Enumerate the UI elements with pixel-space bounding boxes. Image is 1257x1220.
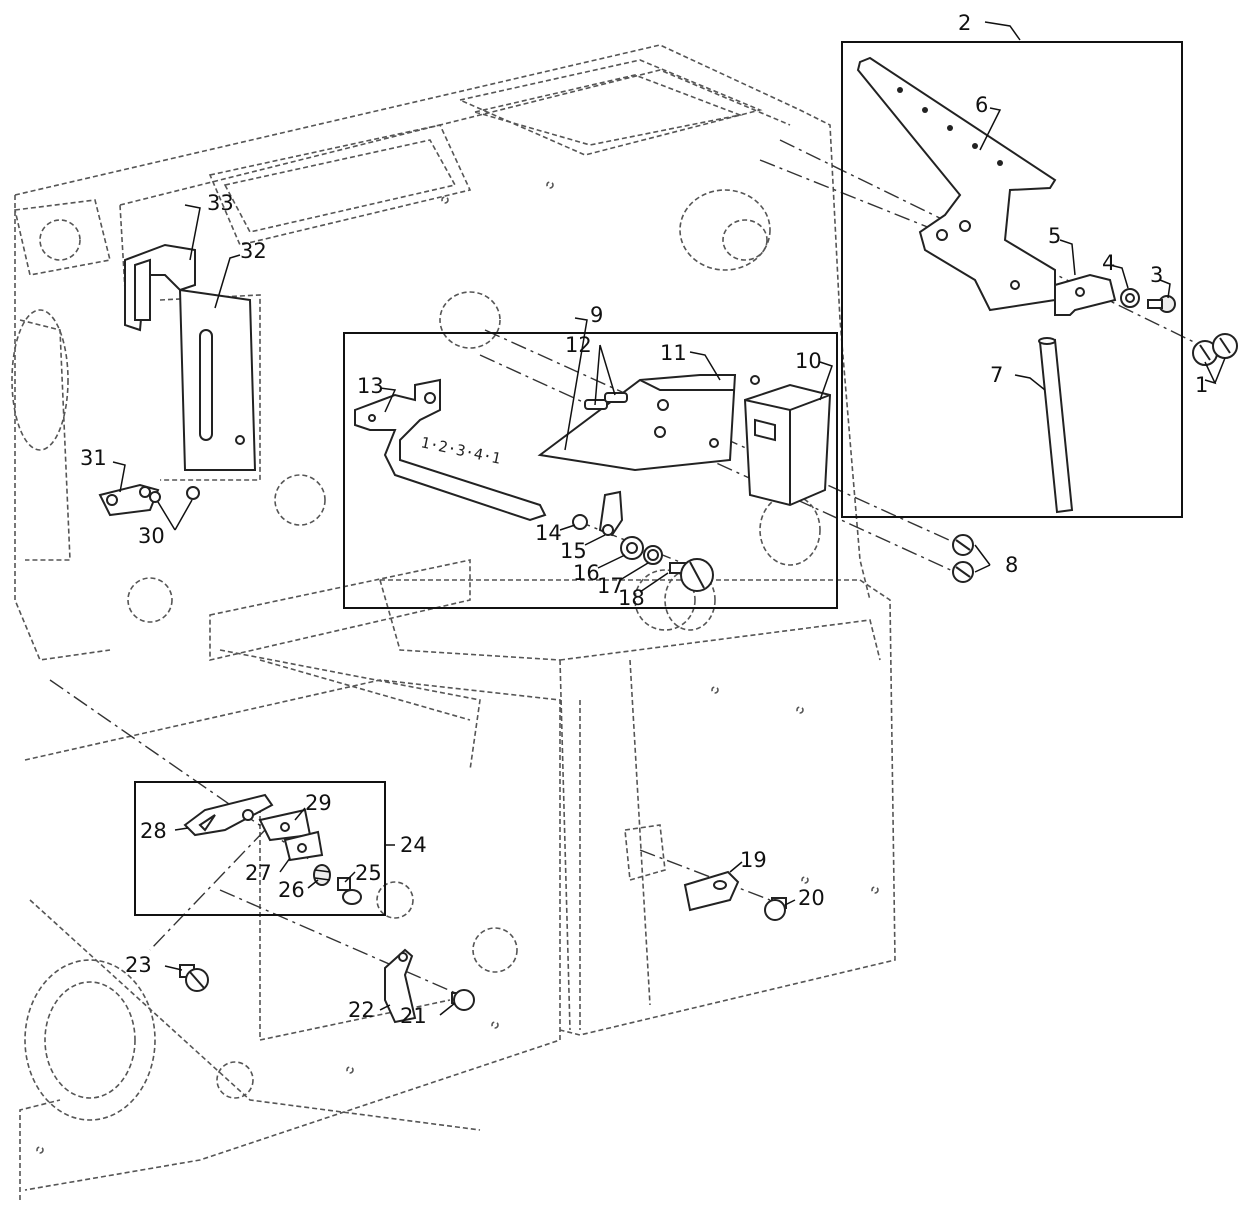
- callout-11: 11: [660, 341, 687, 365]
- part-18-thumb-screw: [669, 558, 714, 592]
- callout-3: 3: [1150, 263, 1163, 287]
- part-28-bracket: [183, 793, 274, 837]
- part-12-pins: [584, 392, 628, 410]
- part-19-bracket: [683, 870, 740, 912]
- callout-27: 27: [245, 861, 272, 885]
- part-4-washer: [1120, 288, 1140, 308]
- part-16-washer: [620, 536, 644, 560]
- callout-32: 32: [240, 239, 267, 263]
- callout-22: 22: [348, 998, 375, 1022]
- part-11-plate: [537, 374, 760, 472]
- callout-5: 5: [1048, 224, 1061, 248]
- callout-9: 9: [590, 303, 603, 327]
- part-21-screw: [451, 989, 475, 1011]
- part-3-screw: [1147, 295, 1176, 313]
- leader-lines: [112, 21, 1226, 1016]
- callout-25: 25: [355, 861, 382, 885]
- callout-labels: 2 6 5 4 3 1 7 8 9 10 11 12 13 14 15 16 1…: [80, 11, 1208, 1028]
- part-25-screw: [337, 877, 362, 905]
- callout-13: 13: [357, 374, 384, 398]
- callout-6: 6: [975, 93, 988, 117]
- part-23-screw: [179, 964, 209, 992]
- callout-31: 31: [80, 446, 107, 470]
- group-frame-9: [343, 332, 838, 609]
- callout-17: 17: [597, 574, 624, 598]
- callout-18: 18: [618, 586, 645, 610]
- part-1-screws: [1192, 333, 1238, 366]
- callout-33: 33: [207, 191, 234, 215]
- part-6-bracket: [856, 56, 1057, 312]
- part-7-rod: [1038, 337, 1074, 514]
- callout-4: 4: [1102, 251, 1115, 275]
- part-13-scale-bracket: 1·2·3·4·1: [354, 378, 547, 522]
- callout-14: 14: [535, 521, 562, 545]
- part-30-screws: [149, 486, 200, 503]
- callout-23: 23: [125, 953, 152, 977]
- machine-body-outline: [11, 44, 896, 1200]
- callout-1: 1: [1195, 373, 1208, 397]
- part-17-spacer: [643, 545, 663, 565]
- callout-19: 19: [740, 848, 767, 872]
- group-frame-2: [841, 41, 1183, 518]
- callout-15: 15: [560, 539, 587, 563]
- callout-8: 8: [1005, 553, 1018, 577]
- callout-2: 2: [958, 11, 971, 35]
- part-15-lever: [598, 490, 624, 537]
- part-33-guide: [124, 243, 196, 332]
- part-31-clamp: [98, 483, 160, 517]
- callout-10: 10: [795, 349, 822, 373]
- callout-12: 12: [565, 333, 592, 357]
- part-22-bracket: [384, 948, 417, 1024]
- part-10-cover: [743, 383, 832, 507]
- callout-30: 30: [138, 524, 165, 548]
- callout-26: 26: [278, 878, 305, 902]
- callout-24: 24: [400, 833, 427, 857]
- callout-20: 20: [798, 886, 825, 910]
- callout-21: 21: [400, 1004, 427, 1028]
- part-20-screw: [764, 897, 787, 921]
- callout-28: 28: [140, 819, 167, 843]
- part-8-screws: [952, 534, 974, 583]
- part-14-nut: [572, 514, 588, 530]
- callout-7: 7: [990, 363, 1003, 387]
- slot-plate: [178, 288, 257, 471]
- callout-16: 16: [573, 561, 600, 585]
- part-5-bushing: [1054, 273, 1117, 316]
- callout-29: 29: [305, 791, 332, 815]
- scale-markings: 1·2·3·4·1: [419, 433, 502, 468]
- group-frame-24: [134, 781, 386, 916]
- part-27-clip: [283, 830, 324, 862]
